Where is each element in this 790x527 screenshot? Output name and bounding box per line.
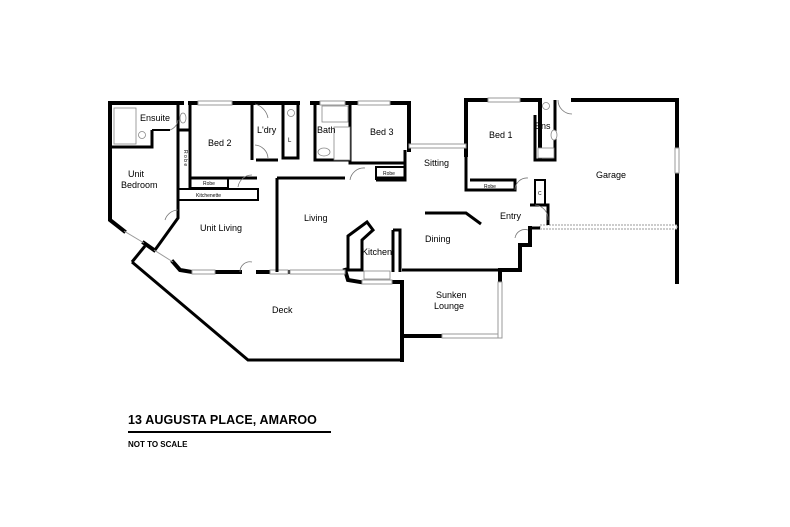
toilet-icon xyxy=(138,131,146,139)
room-label-robe-bed3: Robe xyxy=(383,171,395,177)
basin-icon xyxy=(179,112,187,124)
room-label-entry: Entry xyxy=(500,211,522,221)
shower-icon xyxy=(333,126,351,161)
plan-title: 13 AUGUSTA PLACE, AMAROO xyxy=(128,413,317,427)
room-label-linen: L xyxy=(288,138,292,144)
room-label-bath: Bath xyxy=(317,125,336,135)
windows xyxy=(123,97,680,339)
title-divider xyxy=(128,431,331,433)
scale-note: NOT TO SCALE xyxy=(128,440,188,449)
room-label-unit-bedroom-line1: Unit xyxy=(128,169,145,179)
bathtub-icon xyxy=(321,105,349,123)
room-label-bed3: Bed 3 xyxy=(370,127,394,137)
toilet-icon xyxy=(287,109,295,117)
room-label-dining: Dining xyxy=(425,234,451,244)
room-label-kitchenette: Kitchenette xyxy=(196,193,221,199)
room-label-garage: Garage xyxy=(596,170,626,180)
room-label-robe-bed1: Robe xyxy=(484,184,496,190)
room-label-sitting: Sitting xyxy=(424,158,449,168)
room-label-robe: R o b e xyxy=(182,150,188,166)
room-label-bed1: Bed 1 xyxy=(489,130,513,140)
room-label-sunken-lounge-line1: Sunken xyxy=(436,290,467,300)
room-label-ens: Ens xyxy=(535,121,551,131)
room-label-deck: Deck xyxy=(272,305,293,315)
fixtures xyxy=(113,102,558,280)
room-label-cupboard: C xyxy=(538,191,542,197)
doors xyxy=(164,99,573,273)
shower-icon xyxy=(113,107,137,145)
room-label-bed2: Bed 2 xyxy=(208,138,232,148)
room-labels: Ensuite R o b e Bed 2 L'dry L Bath Bed 3… xyxy=(121,113,626,315)
basin-icon xyxy=(317,147,331,157)
basin-icon xyxy=(550,129,558,141)
sink-icon xyxy=(363,270,391,280)
shower-icon xyxy=(537,147,555,159)
room-label-robe-unit: Robe xyxy=(203,181,215,187)
room-label-unit-living: Unit Living xyxy=(200,223,242,233)
room-label-living: Living xyxy=(304,213,328,223)
room-label-laundry: L'dry xyxy=(257,125,277,135)
room-label-unit-bedroom-line2: Bedroom xyxy=(121,180,158,190)
room-label-ensuite: Ensuite xyxy=(140,113,170,123)
toilet-icon xyxy=(542,102,550,110)
interior-walls xyxy=(110,100,557,272)
room-label-sunken-lounge-line2: Lounge xyxy=(434,301,464,311)
room-label-kitchen: Kitchen xyxy=(362,247,392,257)
